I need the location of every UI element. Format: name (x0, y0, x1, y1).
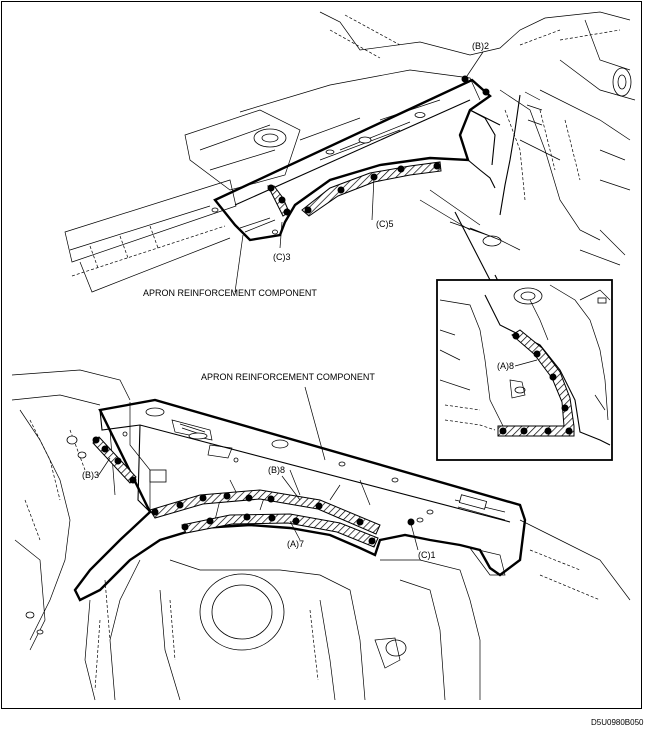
figure-frame (1, 1, 642, 709)
label-c3: (C)3 (273, 252, 291, 262)
bottom-illustration (11, 369, 631, 701)
label-a7: (A)7 (287, 539, 304, 549)
label-b2: (B)2 (472, 41, 489, 51)
label-c5: (C)5 (376, 219, 394, 229)
label-a8: (A)8 (497, 361, 514, 371)
label-apron-top: APRON REINFORCEMENT COMPONENT (143, 288, 317, 298)
label-b8: (B)8 (268, 465, 285, 475)
figure-code: D5U0980B050 (591, 718, 644, 727)
label-apron-bottom: APRON REINFORCEMENT COMPONENT (201, 372, 375, 382)
detail-inset (436, 279, 613, 461)
label-b3: (B)3 (82, 470, 99, 480)
label-c1: (C)1 (418, 550, 436, 560)
top-illustration (64, 11, 636, 293)
